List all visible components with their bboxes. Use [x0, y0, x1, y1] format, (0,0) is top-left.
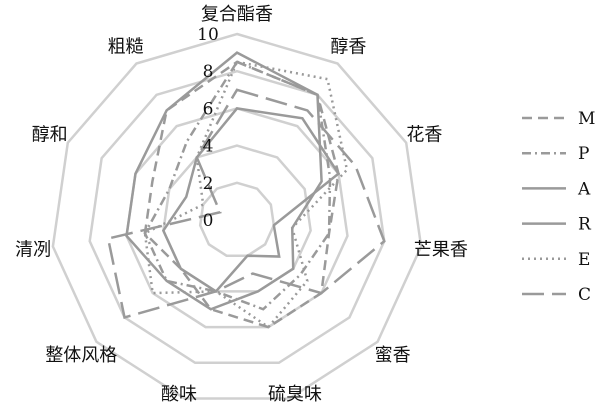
legend-label: R — [578, 215, 592, 235]
series-C — [106, 88, 386, 320]
legend-label: A — [577, 179, 591, 199]
tick-label: 10 — [197, 25, 219, 45]
tick-label: 0 — [203, 211, 214, 231]
axis-label: 清冽 — [15, 239, 51, 260]
legend-item-M: M — [522, 109, 595, 129]
series-M — [143, 60, 340, 329]
series-P — [143, 60, 332, 311]
axis-label: 蜜香 — [375, 345, 411, 366]
axis-label: 复合酯香 — [201, 4, 273, 25]
tick-label: 8 — [203, 62, 214, 82]
grid-ring-8 — [88, 69, 386, 365]
axis-label: 芒果香 — [414, 239, 468, 260]
grid-ring-6 — [125, 107, 349, 329]
legend-item-R: R — [522, 215, 592, 235]
legend-item-E: E — [522, 250, 590, 270]
legend-label: M — [578, 109, 595, 129]
axis-label: 整体风格 — [45, 345, 117, 366]
tick-label: 2 — [203, 174, 214, 194]
axis-label: 酸味 — [161, 384, 197, 405]
tick-label: 6 — [203, 99, 214, 119]
grid-ring-4 — [162, 144, 312, 293]
series-E — [143, 60, 349, 329]
legend-item-A: A — [522, 179, 591, 199]
axis-label: 硫臭味 — [268, 384, 322, 405]
legend-item-P: P — [522, 144, 589, 164]
grid-ring-10 — [51, 32, 423, 400]
legend-label: C — [578, 285, 591, 305]
axis-label: 醇香 — [330, 37, 366, 58]
series-A — [125, 51, 323, 311]
legend-label: P — [578, 144, 589, 164]
legend-label: E — [578, 250, 590, 270]
axis-label: 醇和 — [32, 124, 68, 145]
axis-label: 花香 — [406, 124, 442, 145]
legend-item-C: C — [522, 285, 591, 305]
grid-ring-2 — [198, 181, 276, 257]
tick-label: 4 — [203, 137, 214, 157]
series-R — [161, 107, 341, 294]
axis-label: 粗糙 — [108, 37, 144, 58]
